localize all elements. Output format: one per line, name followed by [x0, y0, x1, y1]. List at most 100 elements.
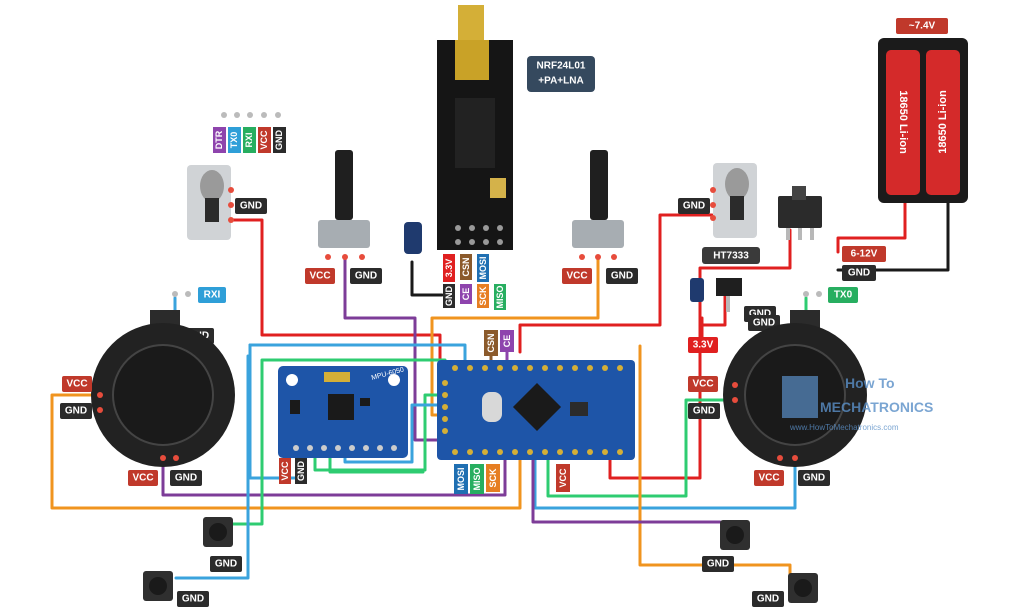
nrf-crystal [490, 178, 506, 198]
button-right-1-gnd-badge [702, 556, 734, 572]
mpu-green2-wire [328, 456, 425, 474]
left-joy-rxi-badge [198, 287, 226, 303]
left-joy-orange-wire [50, 393, 522, 510]
right-joy-gnd-badge [688, 403, 720, 419]
arduino-mcu [512, 382, 562, 432]
left-joy-vcc-label: VCC [66, 379, 87, 390]
header-rxi-label: RXI [244, 132, 254, 147]
switch-body [778, 196, 822, 228]
nrf-capacitor [404, 222, 422, 254]
right-toggle-gnd-badge [678, 198, 710, 214]
arduino-vcc-badge [556, 464, 570, 492]
watermark-line1: How To [845, 375, 895, 391]
right-pot-gnd-label: GND [611, 271, 633, 282]
right-pot-vcc-badge [562, 268, 592, 284]
right-toggle-red-wire [518, 213, 714, 354]
switch-gnd-badge [842, 265, 876, 281]
left-pot-vcc-badge [305, 268, 335, 284]
nrf-sck-label: SCK [478, 286, 488, 306]
nrf-sma-base [455, 40, 489, 80]
nrf-header-pins [455, 225, 503, 245]
left-joy-cap [112, 344, 214, 446]
mpu-vcc-label: VCC [280, 461, 290, 481]
switch-pin-3 [810, 228, 814, 240]
arduino-mosi-label: MOSI [456, 467, 466, 490]
header-vcc-label: VCC [259, 130, 269, 150]
battery-cell-2 [926, 50, 960, 195]
mpu-gnd-label: GND [296, 461, 306, 482]
right-toggle-lever [725, 168, 749, 200]
arduino-pro-mini: CSN CE MOSI MISO SCK VCC [437, 330, 635, 494]
left-toggle-switch: GND [187, 165, 267, 240]
left-pot-body [318, 220, 370, 248]
nrf-module: NRF24L01 +PA+LNA 3.3V CSN MOSI GND CE SC… [404, 5, 595, 310]
mpu6050-board: MPU-6050 VCC GND [278, 366, 408, 484]
left-toggle-gnd-badge [235, 198, 267, 214]
range-badge [842, 246, 886, 262]
battery-pack: 18650 Li-ion 18650 Li-ion ~7.4V [878, 18, 968, 203]
regulator-label: HT7333 [713, 251, 749, 262]
left-joy-bottom-vcc-badge [128, 470, 158, 486]
header-gnd-label: GND [274, 130, 284, 151]
header-tx0-badge [228, 127, 241, 153]
nrf-ce-badge [460, 284, 472, 304]
battery-cell-2-label: 18650 Li-ion [937, 90, 949, 154]
left-joy-gnd-label: GND [65, 406, 87, 417]
nrf-gnd-label: GND [444, 286, 454, 307]
arduino-vcc-label: VCC [558, 468, 568, 488]
right-pot-body [572, 220, 624, 248]
left-pot-shaft [335, 150, 353, 220]
nrf-mosi-label: MOSI [478, 256, 488, 279]
left-pot-gnd-badge [350, 268, 382, 284]
nrf-mosi-badge [477, 254, 489, 282]
left-joy-purple-wire [161, 456, 507, 497]
nrf-title-line2: +PA+LNA [538, 76, 583, 87]
switch-out-red-wire [608, 228, 792, 480]
regulator-pin [726, 296, 730, 312]
nrf-33v-badge [443, 254, 455, 282]
watermark-url: www.HowToMechatronics.com [789, 423, 899, 432]
arduino-purple-to-button-wire [531, 456, 722, 524]
mpu-vcc-badge [279, 458, 291, 484]
right-joy-bottom-vcc-label: VCC [758, 473, 779, 484]
nrf-miso-badge [494, 284, 506, 310]
push-button-left-2: GND [143, 571, 209, 607]
right-joy-blue-wire [533, 456, 797, 510]
right-joystick: TX0 GND VCC GND VCC GND [688, 287, 867, 486]
right-potentiometer: VCC GND [562, 150, 638, 284]
switch-gnd-label: GND [848, 268, 870, 279]
arduino-ce-badge [500, 330, 514, 352]
button-left-1-gnd-label: GND [215, 559, 237, 570]
right-joy-green2-wire [546, 398, 737, 498]
nrf-title-line1: NRF24L01 [537, 61, 586, 72]
battery-voltage-label: ~7.4V [909, 21, 936, 32]
right-pot-gnd-badge [606, 268, 638, 284]
right-pot-shaft [590, 150, 608, 220]
button-right-1-gnd-label: GND [707, 559, 729, 570]
header-vcc-badge [258, 127, 271, 153]
button-left-2-gnd-label: GND [182, 594, 204, 605]
serial-header: DTR TX0 RXI VCC GND [213, 112, 286, 153]
nrf-33v-label: 3.3V [444, 259, 454, 278]
range-label: 6-12V [851, 249, 878, 260]
push-button-right-2: GND [752, 573, 818, 607]
nrf-csn-label: CSN [461, 257, 471, 276]
button-right-2-gnd-badge [752, 591, 784, 607]
left-joy-gnd-badge [60, 403, 92, 419]
nrf-csn-badge [460, 254, 472, 280]
arduino-miso-badge [470, 464, 484, 494]
left-pot-gnd-label: GND [355, 271, 377, 282]
header-dtr-badge [213, 127, 226, 153]
mpu-blue2-wire [343, 403, 447, 464]
watermark: How To MECHATRONICS www.HowToMechatronic… [782, 375, 933, 432]
mpu-chip [328, 394, 354, 420]
wires [50, 198, 950, 582]
mpu-green-wire [313, 393, 447, 472]
switch-pin-2 [798, 228, 802, 240]
left-joy-vcc-badge [62, 376, 92, 392]
arduino-ce-label: CE [502, 335, 512, 348]
left-toggle-gnd-label: GND [240, 201, 262, 212]
reg-33-label: 3.3V [693, 340, 714, 351]
antenna-connector [458, 5, 484, 41]
